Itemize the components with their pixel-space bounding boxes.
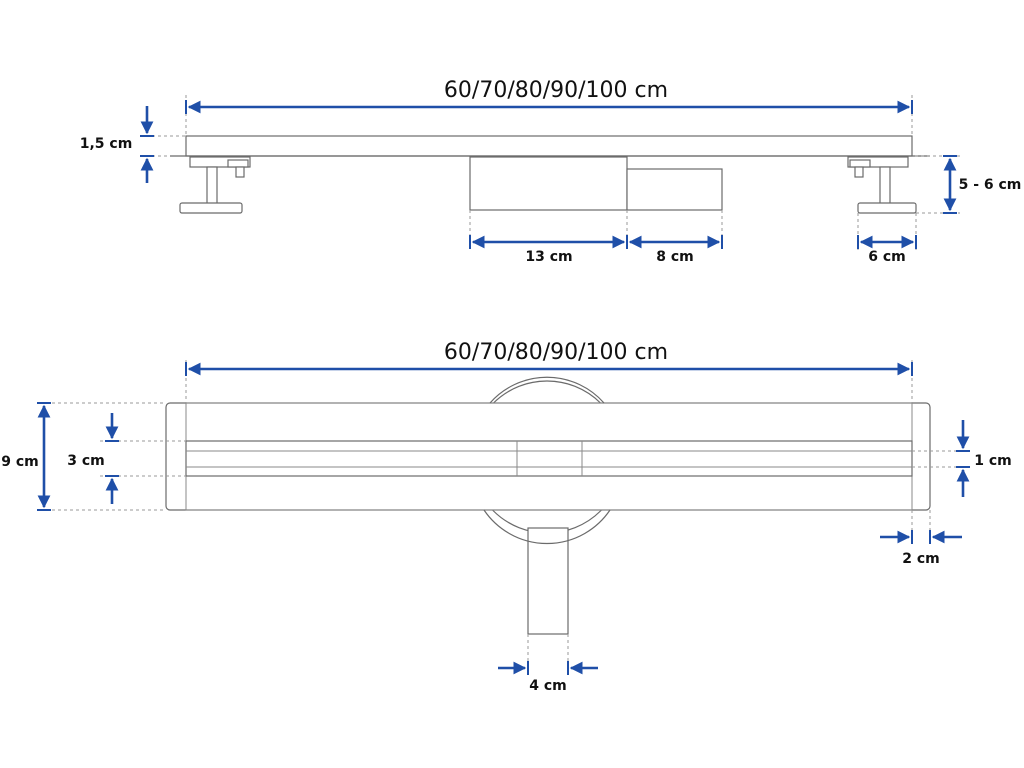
siphon-width-label: 13 cm — [525, 249, 572, 265]
outlet-box — [626, 168, 723, 211]
box-width-label: 8 cm — [656, 249, 694, 265]
foot-width-label: 6 cm — [868, 249, 906, 265]
side-view: 60/70/80/90/100 cm 1,5 cm 5 - 6 cm 13 cm… — [80, 78, 1022, 265]
outlet-label: 4 cm — [529, 678, 567, 694]
channel-width-label: 3 cm — [67, 453, 105, 469]
side-length-label: 60/70/80/90/100 cm — [444, 78, 668, 103]
outlet-pipe — [527, 527, 569, 635]
siphon-body — [469, 156, 628, 211]
edge-label: 2 cm — [902, 551, 940, 567]
top-length-label: 60/70/80/90/100 cm — [444, 340, 668, 365]
top-view: 60/70/80/90/100 cm 9 cm 3 cm 1 cm 2 cm 4… — [1, 340, 1012, 694]
gap-label: 1 cm — [974, 453, 1012, 469]
thickness-label: 1,5 cm — [80, 136, 133, 152]
height-label: 5 - 6 cm — [959, 177, 1022, 193]
total-width-label: 9 cm — [1, 454, 39, 470]
right-foot — [847, 156, 917, 214]
grate-channel — [185, 440, 913, 477]
drain-top-plate — [185, 135, 913, 157]
left-foot — [179, 156, 251, 214]
